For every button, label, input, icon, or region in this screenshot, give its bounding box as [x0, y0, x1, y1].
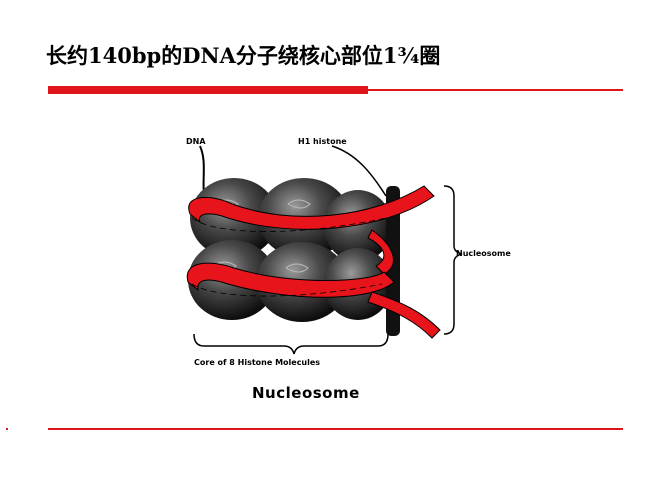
h1-histone-label: H1 histone: [298, 137, 347, 146]
nucleosome-illustration: [186, 145, 463, 355]
nucleosome-diagram: DNA H1 histone Nucleosome Core of 8 Hist…: [172, 134, 542, 374]
nucleosome-side-label: Nucleosome: [456, 249, 511, 258]
core-brace: [193, 333, 389, 355]
nucleosome-brace: [443, 185, 463, 335]
dna-strand: [186, 185, 441, 339]
margin-mark: [6, 428, 8, 430]
core-label: Core of 8 Histone Molecules: [194, 358, 321, 367]
title-underline: [48, 86, 623, 94]
footer-rule: [48, 428, 623, 430]
title-underline-thin: [48, 89, 623, 91]
dna-label: DNA: [186, 137, 206, 146]
slide-title: 长约140bp的DNA分子绕核心部位1¾圈: [46, 43, 441, 68]
diagram-caption: Nucleosome: [252, 384, 360, 402]
